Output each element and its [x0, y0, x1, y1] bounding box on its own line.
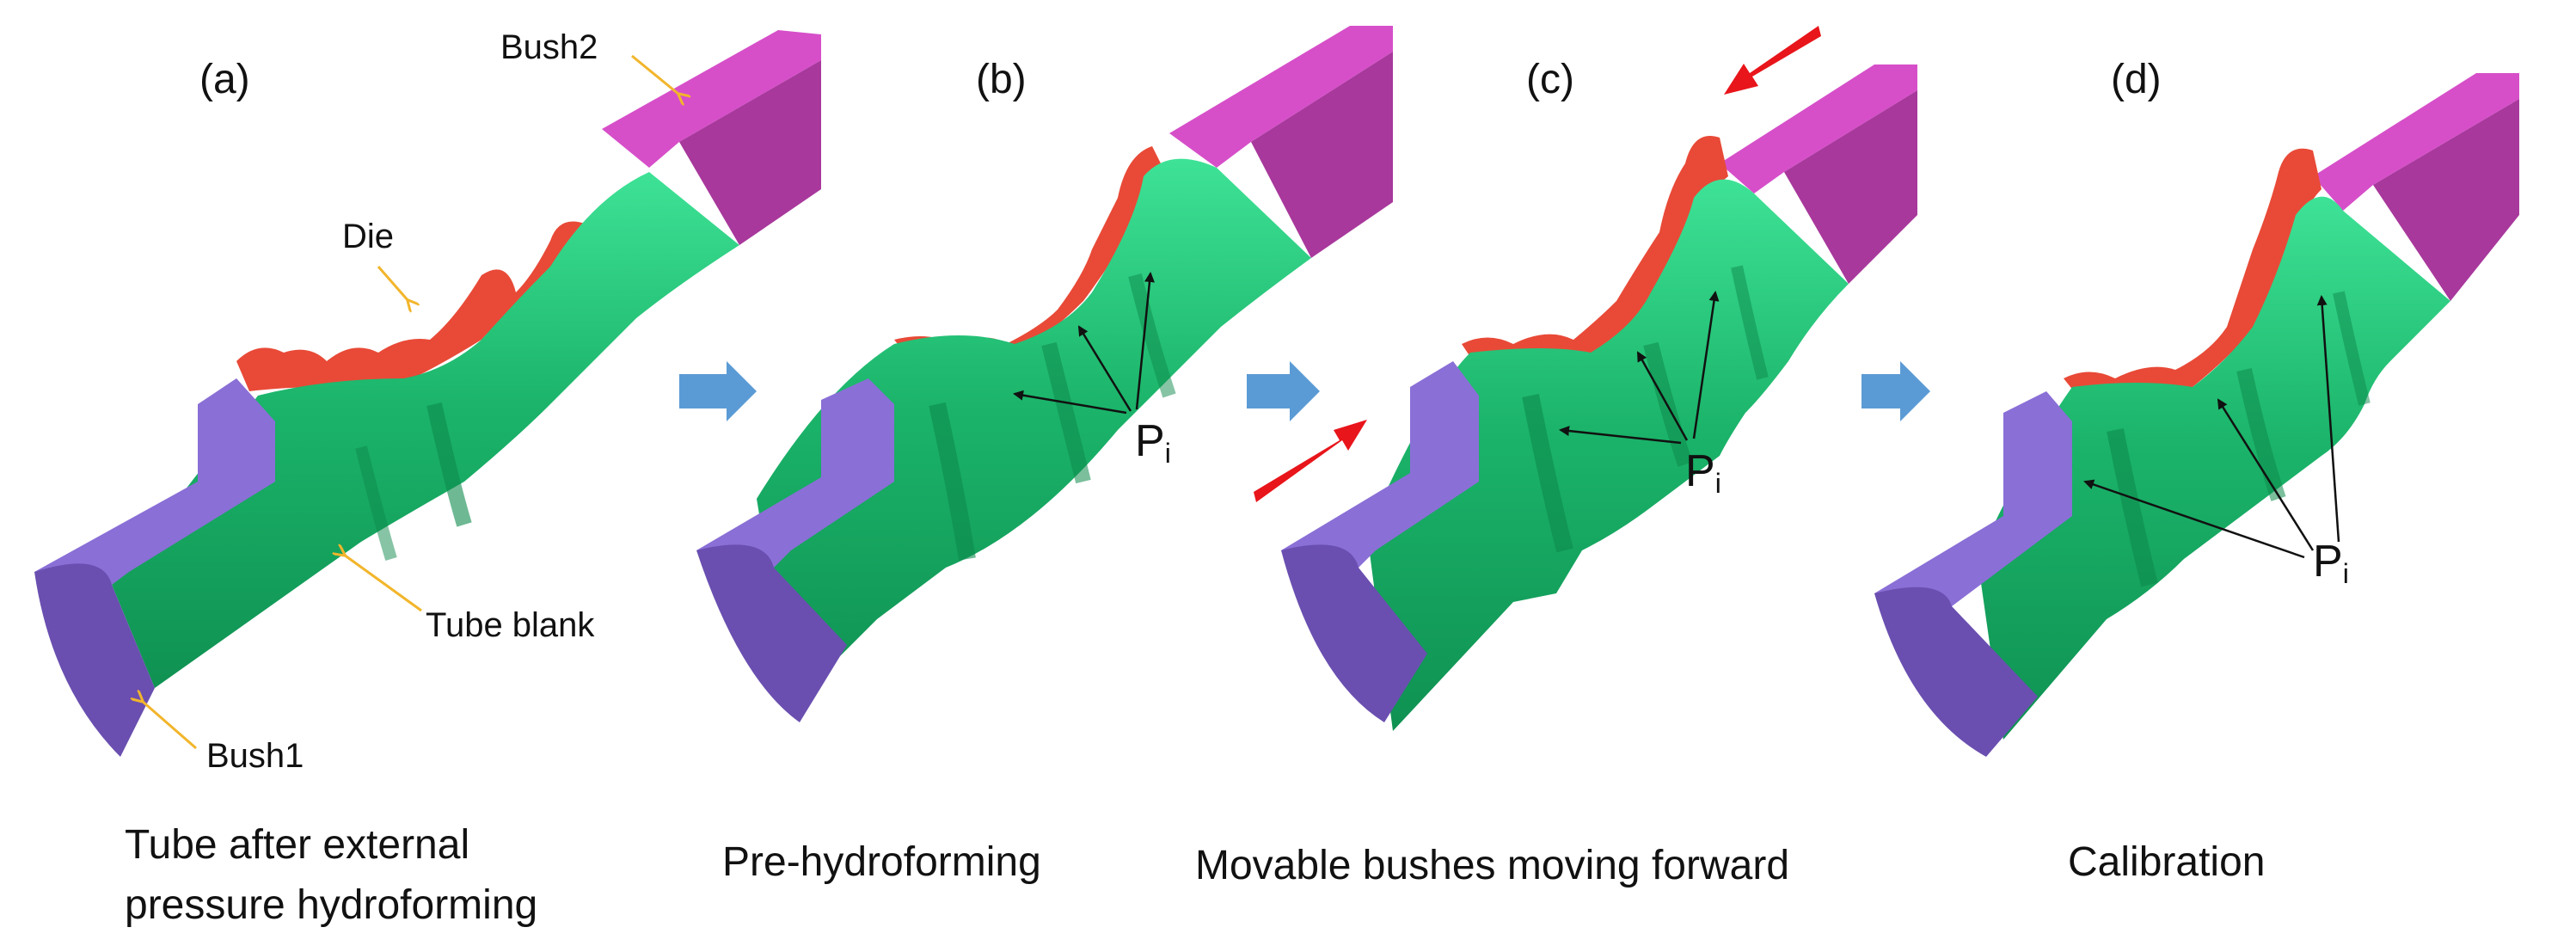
caption-b: Pre-hydroforming — [722, 839, 1041, 885]
bush1-shape — [1281, 361, 1479, 568]
bush1-leader — [142, 701, 197, 750]
pressure-arrow — [1692, 291, 1720, 439]
bush1-label: Bush1 — [206, 737, 304, 775]
panel-d: (d) Pi — [1874, 57, 2519, 757]
pressure-arrow — [1013, 390, 1127, 415]
panel-b: (b) Pi — [696, 26, 1393, 722]
tube-groove — [1128, 273, 1176, 398]
tube-blank-label: Tube blank — [426, 606, 595, 644]
pressure-arrow — [1636, 351, 1689, 441]
bush2-shape — [1720, 64, 1917, 193]
tube-groove — [2107, 428, 2158, 587]
pressure-arrow — [2083, 479, 2305, 559]
pressure-arrow — [1135, 272, 1155, 410]
bush1-face — [1874, 587, 2038, 757]
tube-groove — [2333, 291, 2371, 406]
pressure-label: Pi — [1135, 416, 1171, 469]
die-shape — [2064, 148, 2321, 400]
bush2-face — [679, 60, 821, 245]
tube-groove — [355, 445, 397, 562]
caption-a-part2: pressure hydroforming — [125, 882, 537, 928]
tube-groove — [426, 402, 472, 527]
panel-a: (a) Die Bush2 Tube blank Bush1 — [34, 28, 821, 775]
bush1-face — [34, 563, 155, 757]
panel-label-b: (b) — [976, 57, 1027, 102]
right-arrow-icon — [1247, 361, 1320, 421]
bush2-shape — [2313, 73, 2519, 211]
tube-groove — [1522, 394, 1573, 553]
right-arrow-icon — [1861, 361, 1930, 421]
bush1-face — [696, 544, 847, 722]
pressure-label: Pi — [2313, 537, 2349, 589]
red-arrow-icon — [1724, 26, 1821, 95]
bush1-shape — [1874, 391, 2072, 606]
pressure-symbol: P — [1135, 416, 1165, 466]
tube-groove — [2236, 368, 2286, 501]
pressure-subscript: i — [1715, 468, 1721, 499]
tube-blank-shape — [757, 158, 1311, 706]
bush2-label: Bush2 — [500, 28, 598, 66]
right-arrow-icon — [679, 361, 757, 421]
tube-groove — [929, 402, 976, 561]
bush2-shape — [1169, 26, 1393, 168]
pressure-subscript: i — [1165, 438, 1171, 469]
panel-label-d: (d) — [2111, 57, 2162, 102]
tube-blank-shape — [112, 172, 739, 688]
pressure-arrow — [1077, 325, 1132, 412]
tube-blank-shape — [1978, 196, 2450, 740]
pressure-arrow — [2316, 295, 2340, 543]
pressure-symbol: P — [2313, 537, 2343, 587]
tube-blank-leader — [344, 555, 422, 612]
bush1-shape — [34, 378, 275, 585]
pressure-subscript: i — [2343, 558, 2349, 589]
pressure-label: Pi — [1685, 446, 1721, 499]
pressure-symbol: P — [1685, 446, 1715, 496]
caption-a-part1: Tube after external — [125, 822, 469, 868]
die-label: Die — [342, 218, 394, 255]
bush2-face — [2373, 99, 2519, 301]
caption-a-line2: pressure hydroforming — [125, 882, 537, 928]
pressure-arrow — [2217, 398, 2315, 551]
bush1-shape — [696, 378, 894, 568]
caption-c: Movable bushes moving forward — [1195, 843, 1789, 888]
tube-groove — [1041, 341, 1091, 484]
caption-a-line1: Tube after external — [125, 822, 469, 868]
caption-d: Calibration — [2068, 839, 2265, 885]
panel-label-a: (a) — [199, 57, 250, 102]
bush2-face — [1251, 52, 1393, 258]
tube-groove — [1731, 265, 1769, 380]
panel-label-c: (c) — [1526, 57, 1574, 102]
tube-blank-shape — [1367, 179, 1849, 731]
bush1-face — [1281, 544, 1427, 722]
die-leader — [377, 266, 408, 301]
pressure-arrow — [1559, 426, 1682, 445]
panel-c: (c) Pi — [1254, 26, 1917, 731]
bush2-face — [1784, 90, 1917, 284]
bush2-leader — [631, 54, 679, 95]
bush2-shape — [602, 30, 821, 168]
red-arrow-icon — [1254, 420, 1367, 502]
